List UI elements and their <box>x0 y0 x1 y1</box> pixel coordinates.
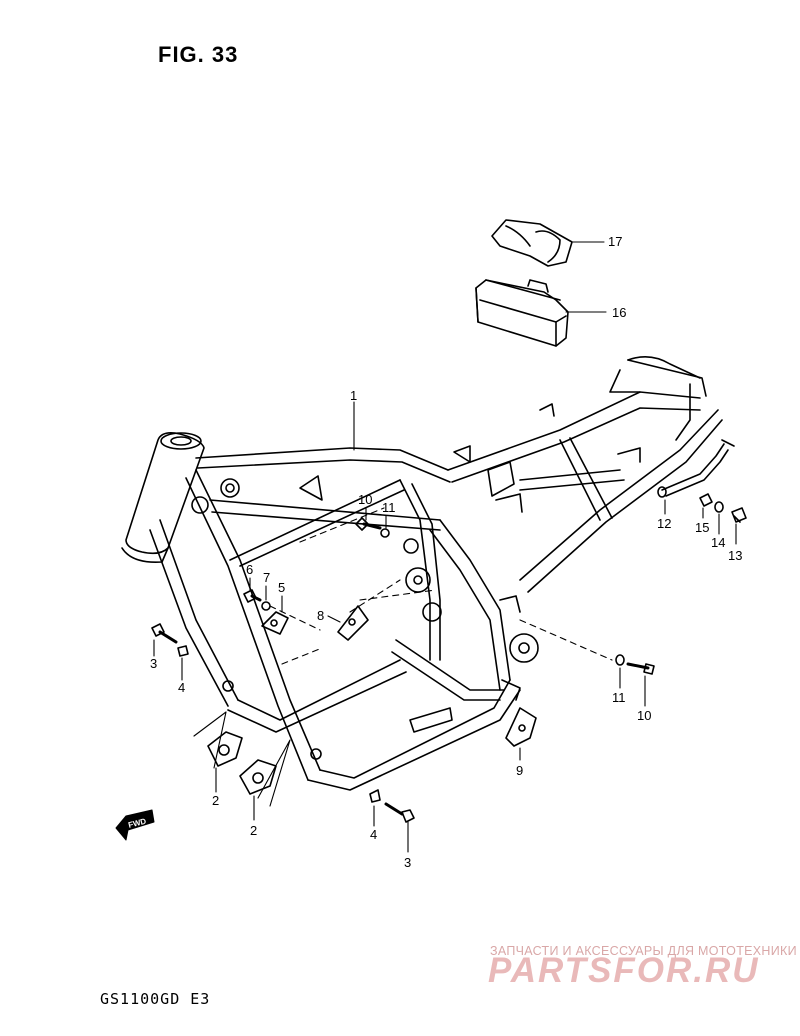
label-9: 9 <box>516 763 523 778</box>
label-6: 6 <box>246 562 253 577</box>
label-1: 1 <box>350 388 357 403</box>
part-10-bolt-upper <box>355 517 382 531</box>
fwd-label: FWD <box>127 817 147 830</box>
watermark-tagline: ЗАПЧАСТИ И АКСЕССУАРЫ ДЛЯ МОТОТЕХНИКИ <box>490 944 797 958</box>
part-13-bolt <box>731 507 747 523</box>
part-5-plate <box>261 611 289 635</box>
label-2-a: 2 <box>212 793 219 808</box>
leader-dashes <box>269 507 613 665</box>
label-11-upper: 11 <box>382 500 396 515</box>
part-15-nut <box>699 493 713 507</box>
model-code: GS1100GD E3 <box>100 990 211 1008</box>
part-17-cover <box>491 219 573 267</box>
part-6-bolt <box>243 589 262 603</box>
label-13: 13 <box>728 548 742 563</box>
label-7: 7 <box>263 570 270 585</box>
part-3-bolt-bottom <box>384 802 415 823</box>
label-15: 15 <box>695 520 709 535</box>
part-14-washer <box>714 501 724 513</box>
label-3-left: 3 <box>150 656 157 671</box>
part-3-bolt-left <box>151 623 178 644</box>
label-3-bottom: 3 <box>404 855 411 870</box>
label-8: 8 <box>317 608 324 623</box>
label-4-bottom: 4 <box>370 827 377 842</box>
label-2-b: 2 <box>250 823 257 838</box>
part-11-nut-right <box>615 654 625 666</box>
part-11-nut-upper <box>380 528 390 538</box>
part-4-nut-bottom <box>369 789 381 803</box>
callout-leaders <box>153 241 737 853</box>
label-14: 14 <box>711 535 725 550</box>
part-16-tray <box>475 279 569 347</box>
label-5: 5 <box>278 580 285 595</box>
label-17: 17 <box>608 234 622 249</box>
part-7-washer <box>261 601 271 611</box>
label-10-upper: 10 <box>358 492 372 507</box>
figure-title: FIG. 33 <box>158 42 239 67</box>
part-2-plate-a <box>207 731 243 767</box>
label-12: 12 <box>657 516 671 531</box>
label-11-right: 11 <box>612 690 626 705</box>
part-8-plate <box>337 605 369 641</box>
watermark-logo: PARTSFOR.RU <box>488 951 760 990</box>
part-9-plate <box>505 707 537 747</box>
label-16: 16 <box>612 305 626 320</box>
frame-part-1 <box>121 356 723 791</box>
label-4-left: 4 <box>178 680 185 695</box>
part-12-bracket <box>657 439 735 498</box>
label-10-right: 10 <box>637 708 651 723</box>
fwd-arrow-icon: FWD <box>115 809 155 841</box>
part-2-plate-b <box>239 759 277 795</box>
callout-labels: 17 16 1 10 11 6 7 5 8 9 12 15 14 13 11 1… <box>150 234 742 870</box>
part-10-bolt-right <box>626 662 655 675</box>
part-4-nut-left <box>177 645 189 657</box>
